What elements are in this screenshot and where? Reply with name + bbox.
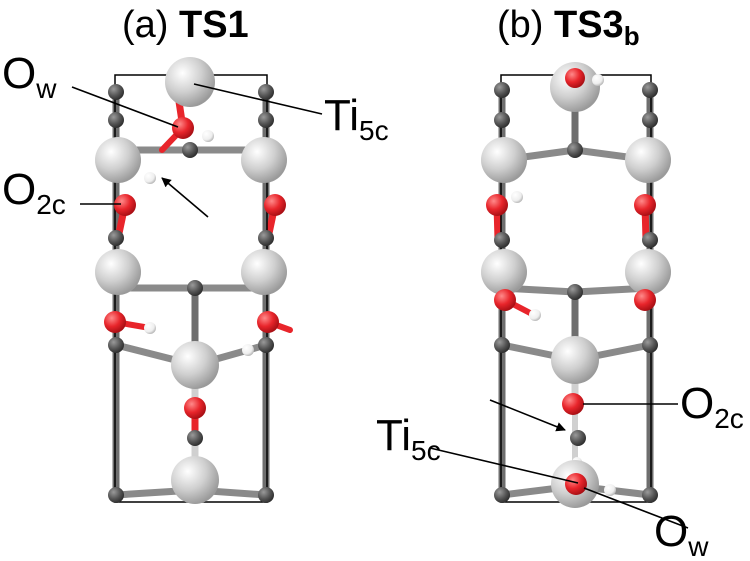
panel-a: (a) TS1 xyxy=(2,4,389,504)
panel-b-title: (b) TS3b xyxy=(497,4,640,51)
panel-b-label-ow: Ow xyxy=(654,507,709,561)
panel-a-ow-leader xyxy=(71,86,179,128)
panel-b: (b) TS3b xyxy=(376,4,744,561)
panel-a-atoms xyxy=(95,57,287,504)
panel-b-atoms xyxy=(481,62,671,508)
panel-a-title: (a) TS1 xyxy=(122,4,249,46)
panel-a-label-o2c: O2c xyxy=(2,165,66,220)
panel-b-ow-leader xyxy=(583,487,689,529)
panel-a-annotations xyxy=(71,83,323,218)
panel-b-ti5c-leader xyxy=(429,447,579,484)
panel-a-label-ow: Ow xyxy=(2,49,57,104)
panel-b-label-o2c: O2c xyxy=(680,379,744,434)
panel-a-ti5c-leader xyxy=(193,83,323,115)
panel-b-label-ti5c: Ti5c xyxy=(376,411,441,466)
panel-b-arrow xyxy=(489,399,566,432)
panel-a-label-ti5c: Ti5c xyxy=(324,91,389,146)
panel-b-annotations xyxy=(429,399,689,529)
panel-a-arrow xyxy=(161,177,209,218)
